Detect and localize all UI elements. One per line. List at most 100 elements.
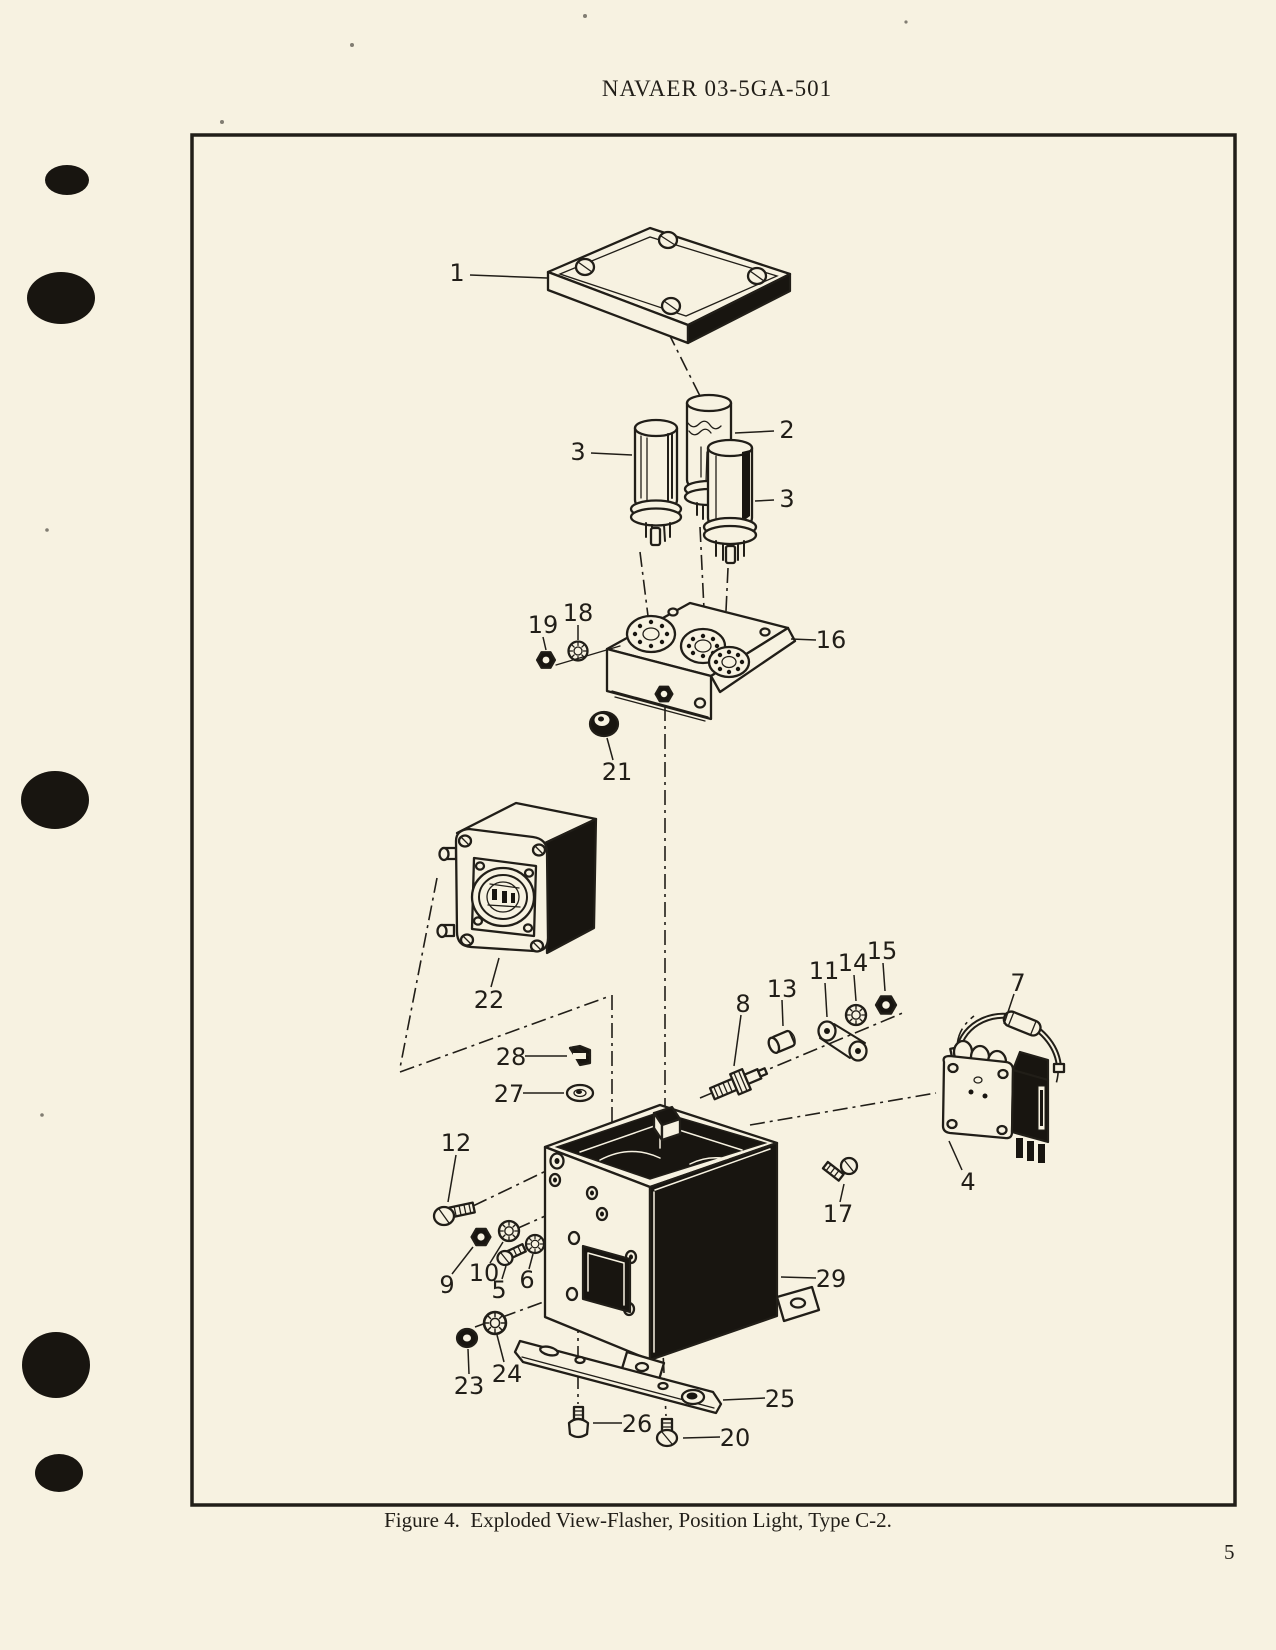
callout-leader [590,452,633,456]
housing-screws [457,834,547,953]
tube-socket [707,645,751,679]
part-callout-28: 28 [496,1043,527,1071]
punch-hole [21,771,89,829]
part-flasher-can-left [629,418,683,547]
part-callout-22: 22 [474,986,505,1014]
callout-leader [839,1183,845,1203]
part-callout-14: 14 [838,949,869,977]
part-callout-23: 23 [454,1372,485,1400]
callout-leader [882,962,886,992]
punch-hole [35,1454,83,1492]
part-callout-20: 20 [720,1424,751,1452]
callout-leader [790,638,817,641]
part-screw-26 [567,1405,590,1439]
part-callout-10: 10 [469,1259,500,1287]
callout-leader [734,430,775,434]
part-callout-2: 2 [779,416,794,444]
part-screw-20 [655,1417,679,1448]
part-callout-15: 15 [867,937,898,965]
part-callout-18: 18 [563,599,594,627]
part-callout-24: 24 [492,1360,523,1388]
part-socket-bracket [605,601,797,722]
part-mounting-strap [513,1339,723,1415]
part-star-washer-18 [567,640,589,662]
cover-screws [574,230,768,316]
callout-leader [469,274,548,279]
part-cover-plate [546,226,792,345]
callout-leader [542,636,547,651]
punch-hole [45,165,89,195]
callout-leader [606,737,614,761]
figure-frame [190,133,1237,1507]
callout-leader [781,999,784,1027]
part-callout-12: 12 [441,1129,472,1157]
part-washer-27 [565,1083,595,1103]
callout-leader [682,1436,721,1439]
punch-holes [21,165,95,1492]
page-header: NAVAER 03-5GA-501 [601,76,833,101]
part-callout-13: 13 [767,975,798,1003]
part-callout-29: 29 [816,1265,847,1293]
part-callout-11: 11 [809,957,840,985]
part-threaded-stud-8 [708,1067,769,1101]
part-nut-23 [455,1327,479,1349]
part-callout-3: 3 [779,485,794,513]
part-main-box [543,1103,821,1385]
part-callout-17: 17 [823,1200,854,1228]
tube-socket [625,614,677,654]
part-callout-1: 1 [449,259,464,287]
part-callout-19: 19 [528,611,559,639]
callout-leader [722,1397,766,1401]
part-callout-4: 4 [960,1168,975,1196]
callout-leader [948,1140,963,1171]
part-jumper-wire [949,1010,1066,1074]
callout-leader [501,1265,507,1280]
callout-leader [496,1334,505,1363]
part-screw-17 [821,1156,859,1182]
part-grommet-21 [588,710,620,738]
part-nut-28 [568,1044,592,1067]
callout-leader [1003,993,1015,1025]
part-star-washer-14 [844,1003,868,1027]
part-callout-9: 9 [439,1271,454,1299]
part-screw-5 [496,1242,527,1267]
part-relay-block [941,1039,1050,1163]
part-link-11 [817,1020,868,1062]
callout-leader [780,1276,817,1279]
part-star-washer-6 [524,1233,546,1255]
part-callout-27: 27 [494,1080,525,1108]
scan-specks [40,14,908,1117]
part-callout-6: 6 [519,1266,534,1294]
part-callout-5: 5 [491,1276,506,1304]
part-nut-15 [874,995,898,1015]
punch-hole [27,272,95,324]
callout-leader [489,1241,504,1264]
part-callout-7: 7 [1010,969,1025,997]
callout-leader [853,974,857,1002]
part-star-washer-10 [497,1219,521,1243]
part-callout-3: 3 [570,438,585,466]
callout-leader [467,1348,470,1375]
part-screw-12 [432,1201,476,1227]
callout-leader [447,1154,457,1203]
punch-hole [22,1332,90,1398]
part-star-washer-24 [482,1310,508,1336]
part-flasher-can-right [702,438,758,565]
part-callout-8: 8 [735,990,750,1018]
figure-caption: Figure 4. Exploded View-Flasher, Positio… [384,1508,892,1532]
page-number: 5 [1224,1540,1235,1564]
callout-leader [451,1246,474,1275]
callout-leader [490,957,500,988]
part-nut-9 [470,1227,492,1247]
part-callout-16: 16 [816,626,847,654]
part-callout-25: 25 [765,1385,796,1413]
callout-leader [824,982,828,1018]
callout-leader [528,1253,534,1270]
part-nut-19 [535,651,557,669]
part-callout-26: 26 [622,1410,653,1438]
terminal-stud [652,1105,682,1142]
part-spacer-13 [767,1029,796,1055]
part-callout-21: 21 [602,758,633,786]
